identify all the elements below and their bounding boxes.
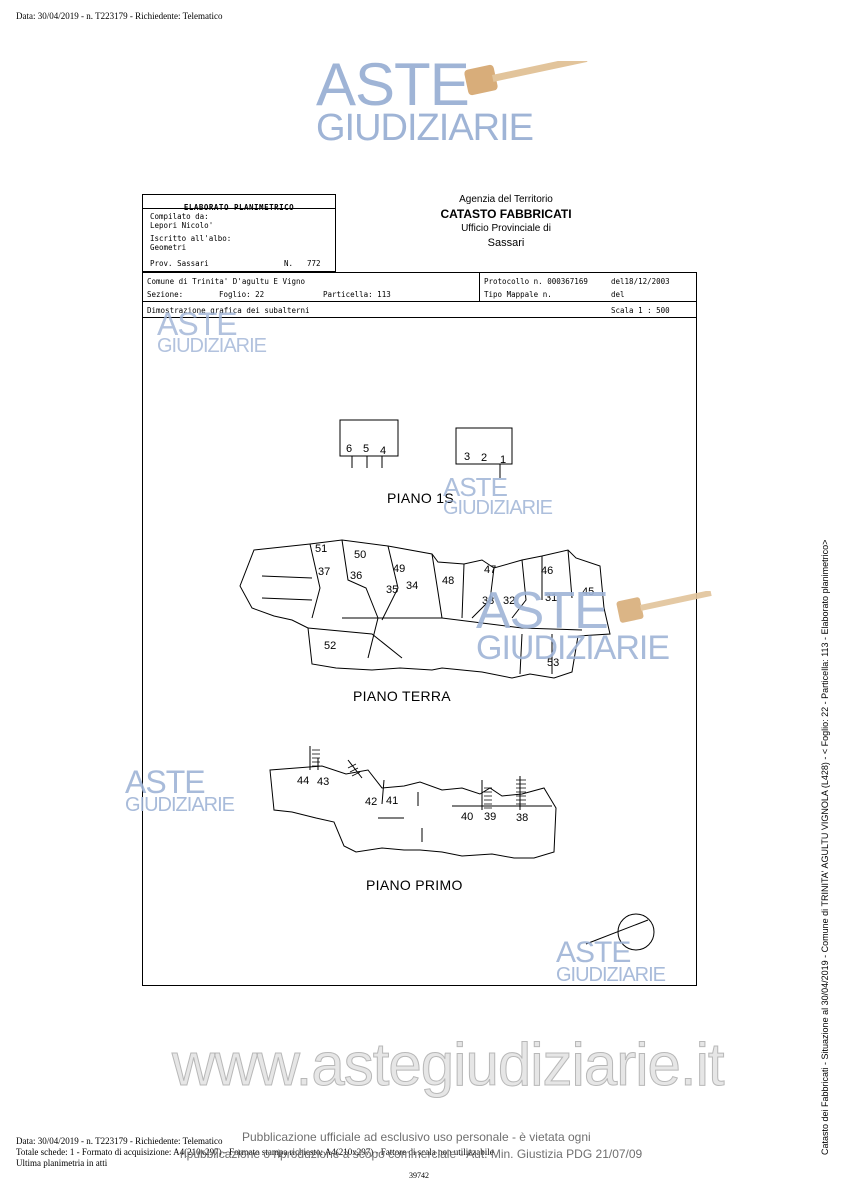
plan-frame xyxy=(142,272,697,986)
aste-giudiziarie-watermark: ASTE GIUDIZIARIE xyxy=(443,472,553,519)
elaborato-box: ELABORATO PLANIMETRICO Compilato da: Lep… xyxy=(142,194,336,272)
page-number: 39742 xyxy=(409,1171,429,1180)
unit-label: 45 xyxy=(582,586,595,598)
aste-giudiziarie-watermark: ASTE GIUDIZIARIE xyxy=(476,585,712,665)
unit-label: 32 xyxy=(503,595,516,607)
logo-giudiziarie-text: GIUDIZIARIE xyxy=(316,107,534,149)
unit-label: 51 xyxy=(315,543,328,555)
agency-name: Agenzia del Territorio xyxy=(459,194,553,205)
tipo-mappale-label: Tipo Mappale n. xyxy=(484,290,552,299)
n-value: 772 xyxy=(307,259,321,268)
protocollo-date: del18/12/2003 xyxy=(611,277,670,286)
divider xyxy=(142,317,697,318)
ufficio-city: Sassari xyxy=(487,237,525,249)
protocollo-label: Protocollo n. 000367169 xyxy=(484,277,588,286)
compilato-name: Lepori Nicolo' xyxy=(150,221,214,230)
scala-label: Scala 1 : 500 xyxy=(611,306,670,315)
unit-label: 46 xyxy=(541,565,554,577)
unit-label: 34 xyxy=(406,580,419,592)
unit-label: 44 xyxy=(297,775,310,787)
sezione-label: Sezione: xyxy=(147,290,184,299)
gavel-icon xyxy=(464,61,588,96)
aste-giudiziarie-logo: ASTE GIUDIZIARIE xyxy=(316,51,588,149)
logo-aste-text: ASTE xyxy=(316,51,470,118)
website-watermark: www.astegiudiziarie.it xyxy=(172,1031,726,1099)
divider xyxy=(479,272,480,301)
prov-label: Prov. Sassari xyxy=(150,259,209,268)
particella-label: Particella: 113 xyxy=(323,290,391,299)
iscritto-value: Geometri xyxy=(150,243,187,252)
unit-label: 33 xyxy=(482,595,495,607)
piano-terra-title: PIANO TERRA xyxy=(353,688,451,704)
unit-label: 3 xyxy=(464,451,471,463)
unit-label: 31 xyxy=(545,592,558,604)
footer-line-2: Totale schede: 1 - Formato di acquisizio… xyxy=(16,1147,494,1157)
document-header: Data: 30/04/2019 - n. T223179 - Richiede… xyxy=(16,11,223,21)
unit-label: 49 xyxy=(393,563,406,575)
floor-plan-drawing xyxy=(239,419,655,951)
unit-label: 36 xyxy=(350,570,363,582)
unit-label: 37 xyxy=(318,566,331,578)
unit-label: 50 xyxy=(354,549,367,561)
publication-notice-1: Pubblicazione ufficiale ad esclusivo uso… xyxy=(242,1130,591,1144)
foglio-label: Foglio: 22 xyxy=(219,290,265,299)
footer-line-3: Ultima planimetria in atti xyxy=(16,1158,108,1168)
piano-primo-title: PIANO PRIMO xyxy=(366,877,463,893)
comune-label: Comune di Trinita' D'agultu E Vigno xyxy=(147,277,306,286)
iscritto-label: Iscritto all'albo: xyxy=(150,234,232,243)
unit-label: 2 xyxy=(481,452,488,464)
aste-giudiziarie-watermark: ASTE GIUDIZIARIE xyxy=(556,936,666,986)
piano-1s-title: PIANO 1S xyxy=(387,490,454,506)
side-caption: Catasto dei Fabbricati - Situazione al 3… xyxy=(820,539,830,1155)
unit-label: 40 xyxy=(461,811,474,823)
footer-line-1: Data: 30/04/2019 - n. T223179 - Richiede… xyxy=(16,1136,223,1146)
elaborato-title: ELABORATO PLANIMETRICO xyxy=(183,203,295,212)
divider xyxy=(142,301,697,302)
publication-notice-2: ripubblicazione o riproduzione a scopo c… xyxy=(180,1147,643,1161)
ufficio-label: Ufficio Provinciale di xyxy=(461,223,551,234)
unit-label: 42 xyxy=(365,796,378,808)
unit-label: 4 xyxy=(380,445,387,457)
unit-label: 52 xyxy=(324,640,337,652)
n-label: N. xyxy=(284,259,294,268)
gavel-icon xyxy=(616,591,712,623)
unit-label: 6 xyxy=(346,443,353,455)
unit-label: 5 xyxy=(363,443,370,455)
compilato-label: Compilato da: xyxy=(150,212,209,221)
unit-label: 1 xyxy=(500,454,507,466)
unit-label: 43 xyxy=(317,776,330,788)
unit-label: 47 xyxy=(484,564,497,576)
catasto-heading: CATASTO FABBRICATI xyxy=(440,207,572,221)
aste-giudiziarie-watermark: ASTE GIUDIZIARIE xyxy=(125,764,235,816)
unit-label: 38 xyxy=(516,812,529,824)
unit-label: 48 xyxy=(442,575,455,587)
unit-label: 41 xyxy=(386,795,399,807)
dimostrazione-label: Dimostrazione grafica dei subalterni xyxy=(147,306,310,315)
unit-label: 53 xyxy=(547,657,560,669)
del-label: del xyxy=(611,290,625,299)
unit-label: 39 xyxy=(484,811,497,823)
unit-label: 35 xyxy=(386,584,399,596)
aste-giudiziarie-watermark: ASTE GIUDIZIARIE xyxy=(157,306,267,357)
